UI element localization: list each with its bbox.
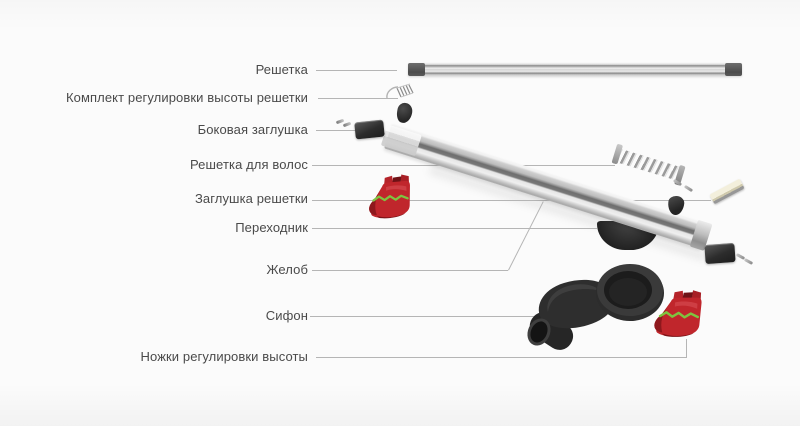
- part-grate-plug: [709, 178, 745, 205]
- comb-end-post: [611, 143, 624, 165]
- label-grate: Решетка: [255, 62, 308, 77]
- part-side-plug-right: [704, 242, 736, 265]
- part-grate-height-adjustment-kit: [386, 83, 414, 99]
- leader-line-feet-vertical: [686, 339, 687, 358]
- channel-left-tip: [380, 124, 422, 157]
- part-grate-bar: [408, 63, 742, 76]
- part-siphon: [527, 264, 664, 350]
- part-side-plug-left: [354, 119, 385, 140]
- label-side-plug: Боковая заглушка: [197, 122, 308, 137]
- leader-line-side-plug: [316, 130, 356, 131]
- leader-line-siphon: [310, 316, 538, 317]
- screw-icon: [342, 121, 352, 127]
- leader-line-adapter: [312, 228, 597, 229]
- grate-end-cap-left: [408, 63, 425, 76]
- screw-icon: [335, 118, 345, 124]
- label-feet: Ножки регулировки высоты: [140, 349, 308, 364]
- label-adapter: Переходник: [235, 220, 308, 235]
- screw-icon: [683, 184, 694, 193]
- leader-line-feet: [316, 357, 686, 358]
- part-hair-grate: [611, 143, 686, 186]
- leader-line-channel: [312, 270, 508, 271]
- leader-line-adjustment-kit: [318, 98, 398, 99]
- label-adjustment-kit: Комплект регулировки высоты решетки: [65, 90, 308, 105]
- adjustment-kit-rubber-piece: [395, 101, 414, 125]
- part-height-adjustment-foot-right: [654, 290, 702, 337]
- leader-line-channel-diagonal: [508, 201, 544, 271]
- leader-line-grate-plug: [312, 200, 711, 201]
- part-height-adjustment-foot-left: [369, 174, 410, 219]
- screw-icon: [743, 258, 754, 265]
- label-grate-plug: Заглушка решетки: [194, 191, 308, 206]
- label-channel: Желоб: [266, 262, 308, 277]
- leader-line-grate: [316, 70, 397, 71]
- label-siphon: Сифон: [265, 308, 308, 323]
- label-hair-grate: Решетка для волос: [189, 157, 308, 172]
- grate-end-cap-right: [725, 63, 742, 76]
- part-channel: [380, 123, 713, 251]
